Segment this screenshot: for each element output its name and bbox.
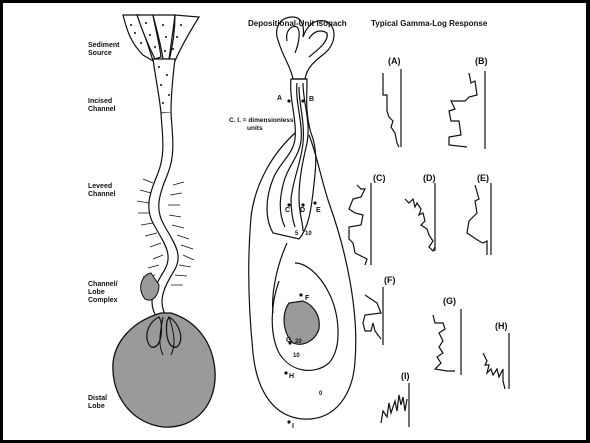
label-leveed-channel: Leveed Channel — [88, 183, 116, 199]
point-label-d: D — [300, 207, 305, 214]
point-label-a: A — [277, 95, 282, 102]
gamma-log-d — [405, 183, 435, 251]
fan-sketch — [113, 15, 215, 427]
source-branches — [123, 15, 199, 113]
gamma-log-g — [433, 309, 461, 375]
figure-panel: Depositional-Unit Isopach Typical Gamma-… — [3, 3, 586, 440]
isopach-lobe-contour-2 — [273, 243, 287, 313]
gamma-log-title: Typical Gamma-Log Response — [371, 19, 487, 28]
gamma-log-c — [349, 183, 371, 265]
gamma-label-f: (F) — [384, 275, 396, 285]
submarine-fan-figure — [3, 3, 586, 440]
contour-value-10b: 10 — [293, 353, 300, 359]
gamma-label-h: (H) — [495, 321, 508, 331]
point-label-b: B — [309, 96, 314, 103]
isopach-envelope — [249, 133, 356, 419]
contour-value-0: 0 — [319, 391, 322, 397]
gamma-label-d: (D) — [423, 173, 436, 183]
gamma-log-i — [381, 383, 409, 427]
contour-value-10a: 10 — [305, 231, 312, 237]
gamma-log-b — [449, 71, 485, 149]
gamma-log-a — [383, 69, 401, 147]
point-label-h: H — [289, 373, 294, 380]
gamma-logs — [349, 69, 509, 427]
isopach-map — [249, 17, 356, 424]
small-lobe — [141, 273, 159, 300]
gamma-label-i: (I) — [401, 371, 410, 381]
isopach-channel-outer — [267, 79, 316, 239]
gamma-label-a: (A) — [388, 56, 401, 66]
contour-value-20: 20 — [295, 339, 302, 345]
gamma-label-g: (G) — [443, 296, 456, 306]
isopach-head-inner — [287, 27, 328, 57]
point-label-f: F — [305, 295, 309, 302]
point-label-c: C — [285, 207, 290, 214]
gamma-log-e — [467, 183, 491, 255]
contour-value-5: 5 — [295, 231, 298, 237]
label-channel-lobe-complex: Channel/ Lobe Complex — [88, 281, 118, 305]
label-distal-lobe: Distal Lobe — [88, 395, 107, 411]
point-label-g: G — [286, 337, 291, 344]
label-sediment-source: Sediment Source — [88, 42, 120, 58]
isopach-title: Depositional-Unit Isopach — [248, 19, 347, 28]
point-label-e: E — [316, 207, 321, 214]
gamma-label-b: (B) — [475, 56, 488, 66]
gamma-label-c: (C) — [373, 173, 386, 183]
gamma-label-e: (E) — [477, 173, 489, 183]
label-incised-channel: Incised Channel — [88, 98, 116, 114]
distal-lobe — [113, 313, 215, 427]
point-label-i: I — [292, 423, 294, 430]
gamma-log-f — [363, 287, 383, 345]
gamma-log-h — [483, 333, 509, 389]
contour-interval-note: C. I. = dimensionless units — [229, 117, 293, 133]
